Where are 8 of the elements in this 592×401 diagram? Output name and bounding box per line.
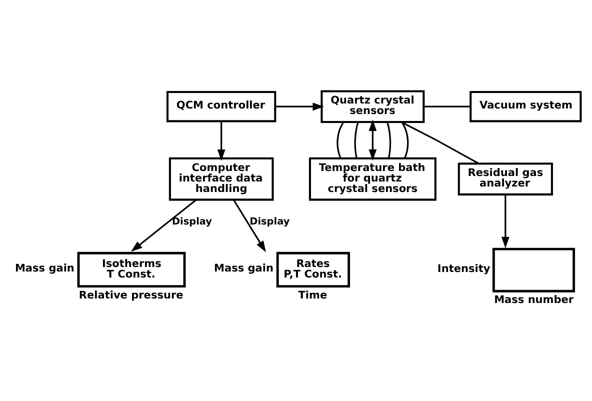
node-label: Intensity: [437, 263, 490, 276]
node-label: Relative pressure: [78, 289, 184, 302]
node-label: Time: [298, 289, 328, 302]
edge-label: Display: [172, 216, 212, 228]
node-label: Mass number: [494, 294, 574, 306]
node-label: Mass gain: [214, 262, 274, 275]
edge-label: Display: [250, 216, 290, 228]
node-label: Mass gain: [14, 262, 74, 275]
